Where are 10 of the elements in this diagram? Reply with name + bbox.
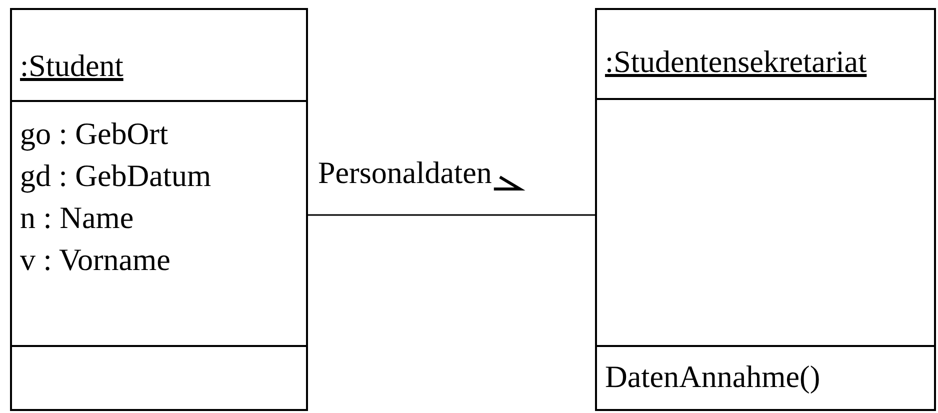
attribute-text: v : Vorname — [20, 242, 170, 278]
object-box — [10, 8, 308, 411]
object-box — [595, 8, 936, 411]
attribute-text: n : Name — [20, 200, 134, 236]
object-name: :Studentensekretariat — [605, 44, 867, 80]
attribute-text: go : GebOrt — [20, 116, 168, 152]
attribute-text: gd : GebDatum — [20, 158, 212, 194]
operation-text: DatenAnnahme() — [605, 359, 820, 395]
link-line — [308, 214, 595, 216]
object-name: :Student — [20, 48, 124, 84]
